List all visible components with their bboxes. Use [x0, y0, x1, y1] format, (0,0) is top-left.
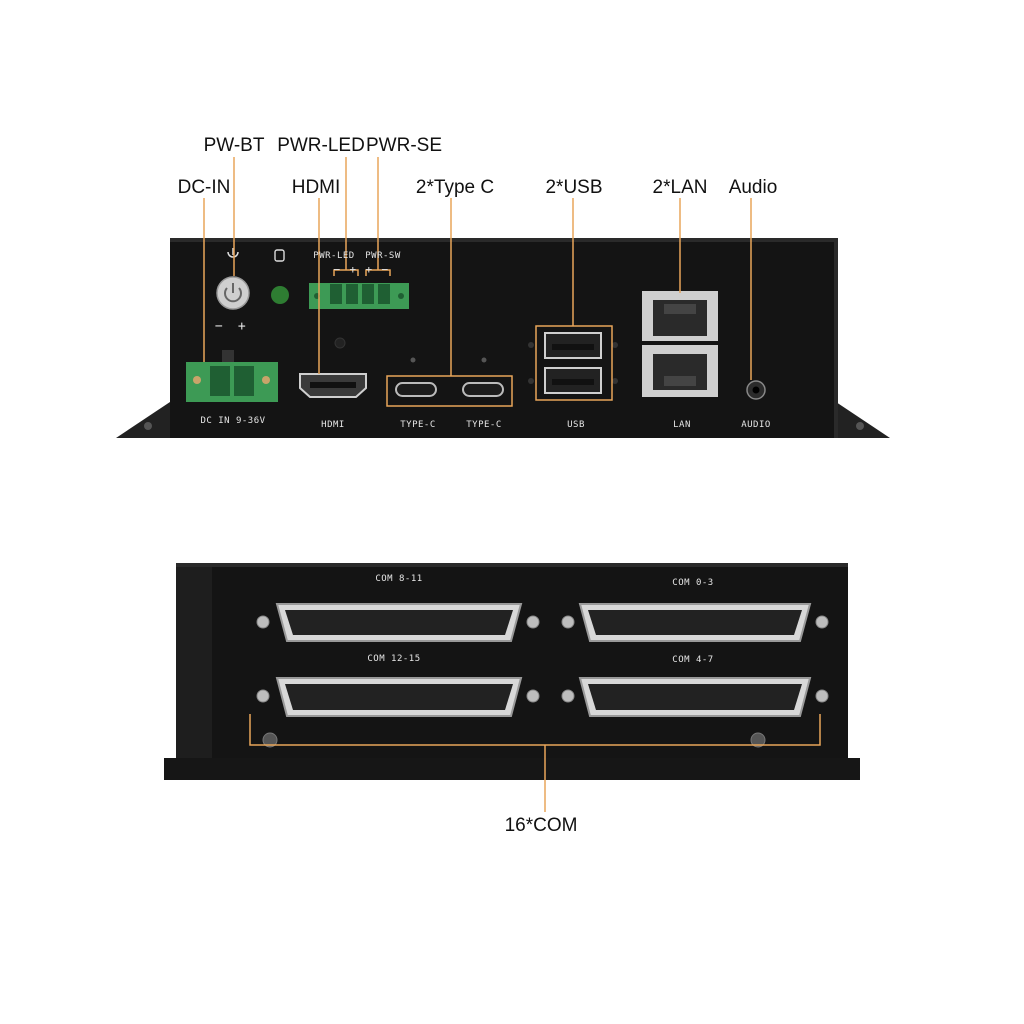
callout-usb: 2*USB [545, 177, 603, 198]
panel-label-led-plus: + [349, 263, 357, 276]
callout-type-c: 2*Type C [415, 177, 495, 198]
dc-latch [222, 350, 234, 362]
mount-hole [144, 422, 152, 430]
panel-label-dc-in: DC IN 9-36V [200, 416, 266, 426]
panel-label-com-4-7: COM 4-7 [672, 655, 714, 665]
panel-label-type-c-1: TYPE-C [400, 420, 436, 430]
callout-hdmi: HDMI [291, 177, 341, 198]
type-c-port-2[interactable] [462, 357, 504, 397]
callout-dc-in: DC-IN [177, 177, 231, 198]
panel-label-btn-minus: − [214, 319, 224, 334]
panel-label-led-minus: − [333, 263, 341, 276]
audio-jack[interactable] [746, 380, 766, 400]
front-chassis [116, 238, 890, 438]
panel-label-lan: LAN [673, 420, 691, 430]
db37-connector-com-12-15[interactable] [256, 677, 540, 717]
callout-audio: Audio [728, 177, 778, 198]
panel-label-pwr-sw: PWR-SW [365, 251, 401, 261]
panel-label-com-12-15: COM 12-15 [367, 654, 421, 664]
db37-connector-com-0-3[interactable] [561, 603, 829, 642]
db37-connector-com-4-7[interactable] [561, 677, 829, 717]
panel-label-pwr-led: PWR-LED [313, 251, 355, 261]
panel-label-com-8-11: COM 8-11 [375, 574, 423, 584]
status-led [271, 286, 289, 304]
screw [528, 342, 534, 348]
screw [750, 732, 766, 748]
panel-label-usb: USB [567, 420, 585, 430]
power-icon [227, 248, 239, 258]
screw [528, 378, 534, 384]
type-c-port-1[interactable] [395, 357, 437, 397]
panel-label-sw-minus: − [381, 263, 389, 276]
callout-pwr-led: PWR-LED [277, 135, 365, 156]
usb-port-1[interactable] [544, 332, 602, 359]
storage-icon [274, 249, 285, 262]
panel-label-audio: AUDIO [741, 420, 771, 430]
dc-in-terminal[interactable] [186, 362, 278, 402]
callout-com: 16*COM [504, 815, 578, 836]
lan-port-1[interactable] [642, 291, 718, 341]
leader-lines [203, 157, 821, 812]
power-button[interactable] [216, 276, 250, 310]
lan-port-2[interactable] [642, 345, 718, 397]
screw [612, 342, 618, 348]
db37-connector-com-8-11[interactable] [256, 603, 540, 642]
callout-pwr-se: PWR-SE [366, 135, 442, 156]
usb-port-2[interactable] [544, 367, 602, 394]
callout-pw-bt: PW-BT [203, 135, 265, 156]
rear-chassis [164, 563, 860, 780]
panel-label-btn-plus: + [237, 319, 247, 334]
screw [612, 378, 618, 384]
panel-label-hdmi: HDMI [321, 420, 345, 430]
panel-label-type-c-2: TYPE-C [466, 420, 502, 430]
callout-lan: 2*LAN [652, 177, 708, 198]
pwr-terminal-block[interactable] [309, 283, 409, 309]
panel-label-sw-plus: + [365, 263, 373, 276]
mount-hole [856, 422, 864, 430]
hdmi-port[interactable] [299, 337, 367, 398]
screw [262, 732, 278, 748]
panel-label-com-0-3: COM 0-3 [672, 578, 714, 588]
